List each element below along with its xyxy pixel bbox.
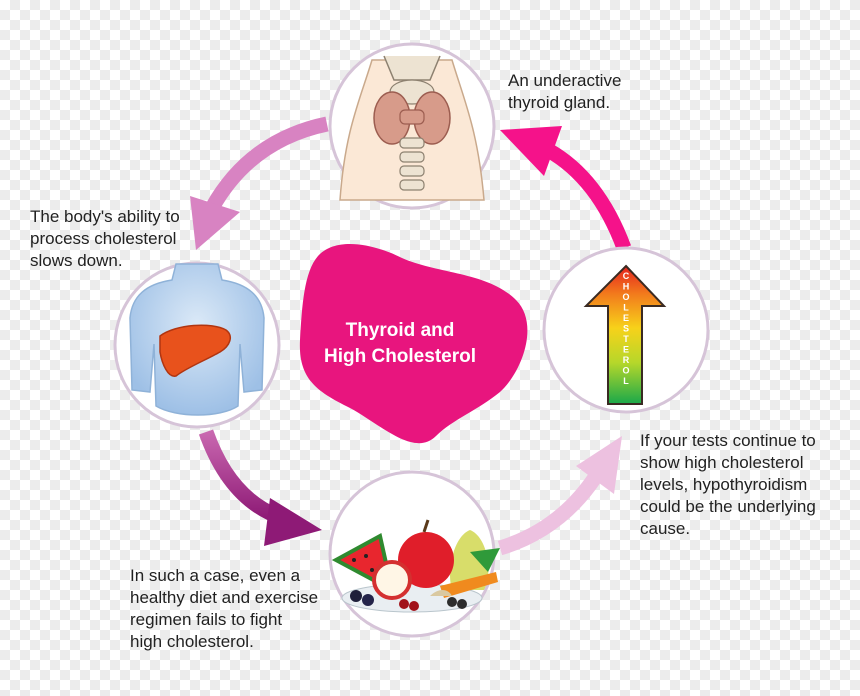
fruits-vegetables-icon [331,519,500,613]
caption-thyroid: An underactive thyroid gland. [508,70,621,114]
cholesterol-letter: E [623,313,629,323]
thyroid-circle [328,42,496,210]
caption-liver: The body's ability to process cholestero… [30,206,180,272]
diet-circle [328,470,500,638]
caption-line: In such a case, even a [130,566,301,585]
caption-line: thyroid gland. [508,93,611,112]
caption-line: levels, hypothyroidism [640,475,808,494]
cholesterol-letter: O [622,292,629,302]
caption-line: could be the underlying [640,497,816,516]
cholesterol-letter: T [623,334,629,344]
caption-line: high cholesterol. [130,632,254,651]
caption-line: If your tests continue to [640,431,816,450]
cholesterol-letter: L [623,376,629,386]
arrow-bottom-right [497,436,622,556]
caption-line: slows down. [30,251,123,270]
arrow-left [198,429,322,546]
center-blob [299,243,528,444]
caption-line: show high cholesterol [640,453,804,472]
cholesterol-letter: E [623,345,629,355]
caption-line: regimen fails to fight [130,610,283,629]
caption-line: An underactive [508,71,622,90]
arrow-top [190,116,329,250]
cholesterol-letter: H [623,282,630,292]
cholesterol-letter: L [623,303,629,313]
diagram-title: Thyroid and High Cholesterol [300,318,500,370]
thyroid-gland-icon [339,55,485,201]
arrow-right [500,126,632,251]
caption-line: The body's ability to [30,207,180,226]
caption-line: process cholesterol [30,229,177,248]
caption-line: healthy diet and exercise [130,588,319,607]
caption-line: cause. [640,519,691,538]
cholesterol-letter: R [623,355,630,365]
title-line-2: High Cholesterol [323,346,476,367]
caption-cholesterol: If your tests continue to show high chol… [640,430,816,540]
body-liver-icon [129,263,265,416]
cholesterol-letter: O [622,366,629,376]
title-line-1: Thyroid and [345,320,455,341]
liver-circle [113,261,281,429]
caption-diet: In such a case, even a healthy diet and … [130,565,318,653]
cholesterol-letter: S [623,324,629,334]
cholesterol-letter: C [623,271,630,281]
